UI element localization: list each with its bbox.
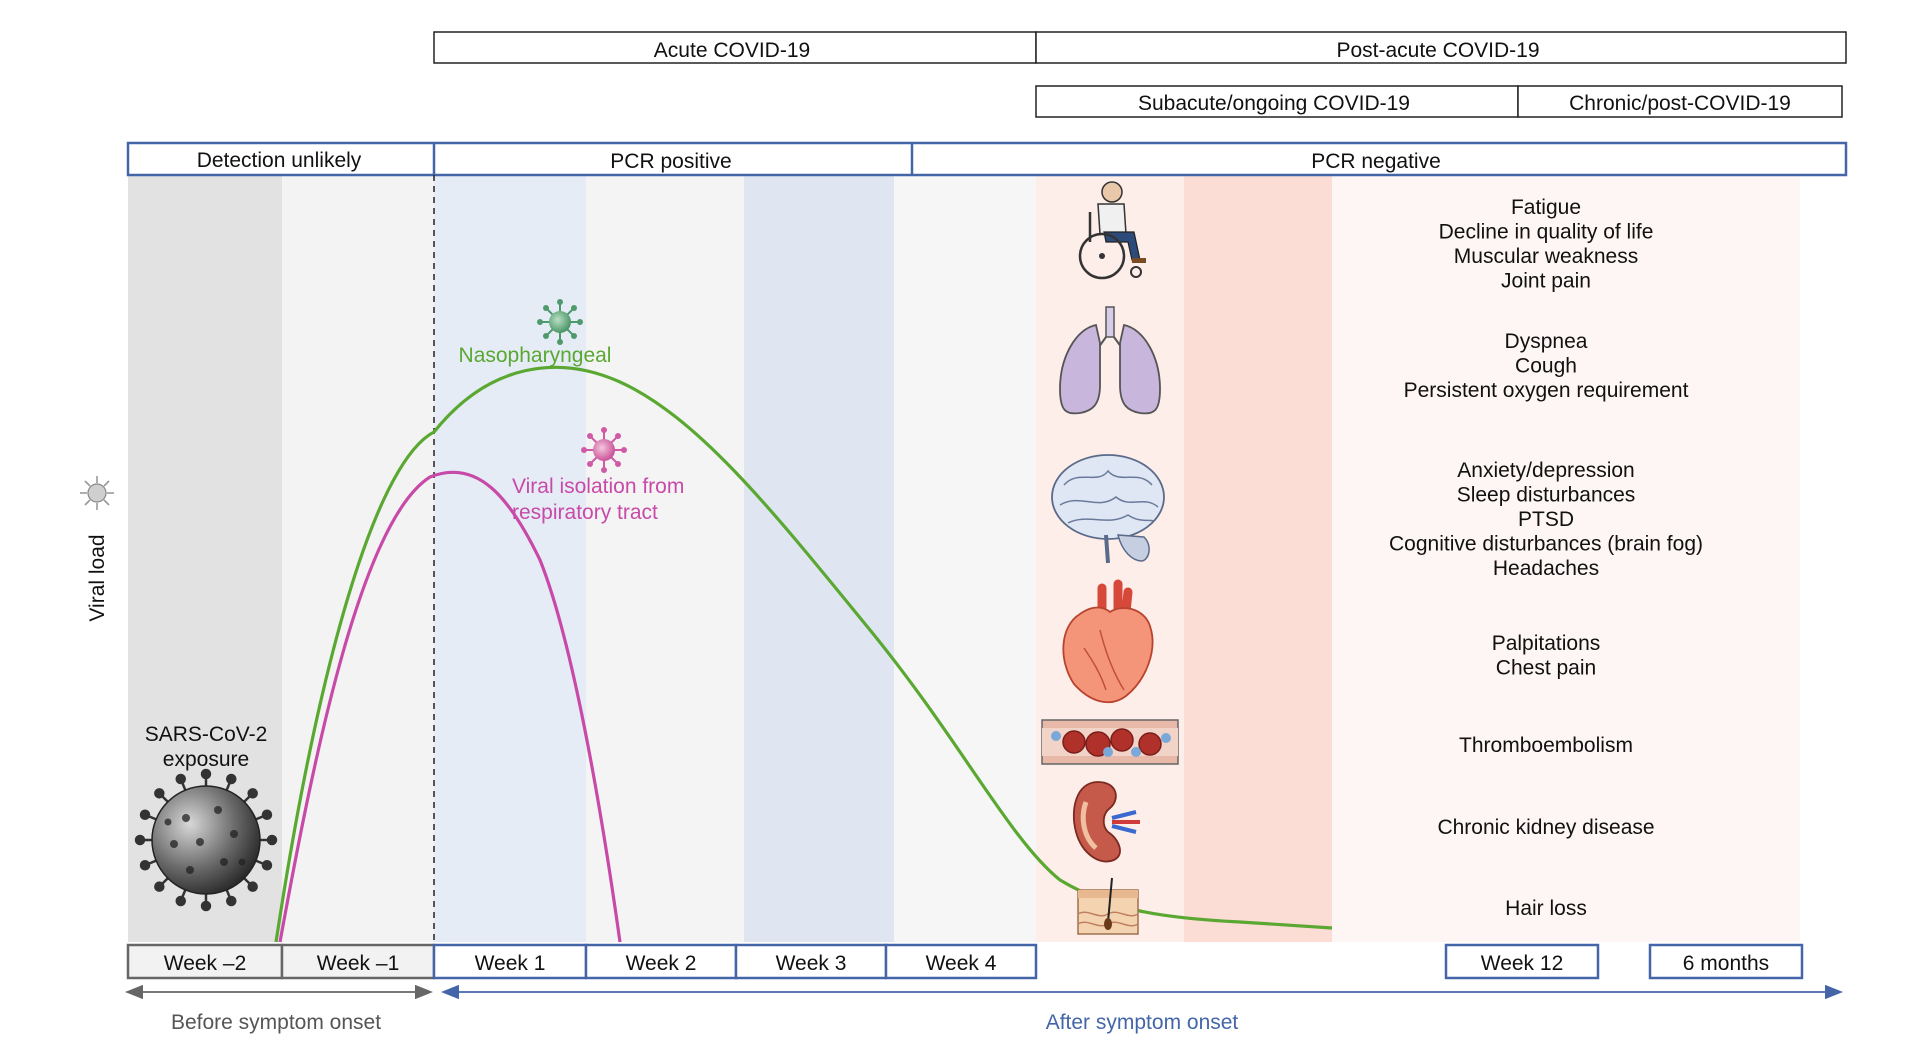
phase-header: Acute COVID-19 Post-acute COVID-19 Subac…	[433, 31, 1847, 118]
y-axis: Viral load	[80, 476, 114, 622]
heart-icon	[1062, 579, 1154, 704]
band-week-minus1	[282, 175, 434, 942]
symptom-text: PTSD	[1518, 508, 1574, 531]
week-label: Week 3	[776, 952, 847, 975]
week-box	[432, 943, 588, 980]
detection-unlikely-label: Detection unlikely	[197, 149, 362, 172]
chronic-phase-label: Chronic/post-COVID-19	[1569, 92, 1791, 115]
exposure-label-line2: exposure	[163, 748, 249, 771]
after-onset-label: After symptom onset	[1046, 1011, 1239, 1034]
nasopharyngeal-virus-icon	[537, 299, 583, 345]
brain-icon	[1051, 454, 1165, 564]
symptom-text: Cognitive disturbances (brain fog)	[1389, 533, 1703, 556]
pcr-positive-label: PCR positive	[610, 150, 731, 173]
symptom-text: Palpitations	[1492, 632, 1601, 655]
band-week-3	[744, 175, 894, 942]
sars-cov-2-virus-icon	[134, 768, 278, 912]
week-label: Week 2	[626, 952, 697, 975]
subacute-phase-label: Subacute/ongoing COVID-19	[1138, 92, 1410, 115]
viral-isolation-label-line1: Viral isolation from	[512, 475, 684, 498]
week-label: Week 1	[475, 952, 546, 975]
week-axis: Week –2 Week –1 Week 1 Week 2 Week 3 Week 4 We…	[126, 943, 1804, 980]
y-axis-label: Viral load	[86, 534, 109, 621]
detection-bar	[126, 141, 1848, 177]
symptom-text: Chronic kidney disease	[1437, 816, 1654, 839]
symptom-text: Sleep disturbances	[1457, 484, 1636, 507]
symptom-text: Anxiety/depression	[1457, 459, 1634, 482]
band-week-1	[434, 175, 586, 942]
skin-hair-icon	[1077, 877, 1139, 935]
symptom-text: Headaches	[1493, 557, 1599, 580]
subacute-phase-box	[1035, 85, 1519, 118]
symptom-text: Fatigue	[1511, 196, 1581, 219]
kidney-icon	[1072, 781, 1140, 863]
viral-isolation-curve	[278, 470, 622, 943]
viral-load-icon	[80, 476, 114, 510]
curves	[274, 365, 1333, 943]
nasopharyngeal-label: Nasopharyngeal	[459, 344, 612, 367]
week-box	[734, 943, 888, 980]
band-post-2	[1184, 175, 1332, 942]
symptom-text: Thromboembolism	[1459, 734, 1633, 757]
week-box	[1444, 943, 1600, 980]
week-label: Week 4	[926, 952, 997, 975]
symptom-text: Decline in quality of life	[1439, 221, 1654, 244]
symptom-text: Persistent oxygen requirement	[1404, 379, 1689, 402]
week-label: Week –1	[317, 952, 400, 975]
week-box	[126, 943, 284, 980]
wheelchair-person-icon	[1078, 181, 1146, 280]
post-acute-phase-label: Post-acute COVID-19	[1336, 39, 1539, 62]
background-bands	[128, 175, 1800, 942]
symptom-text: Cough	[1515, 355, 1577, 378]
band-post-3	[1332, 175, 1800, 942]
symptom-text: Hair loss	[1505, 897, 1587, 920]
chronic-phase-box	[1517, 85, 1843, 118]
before-onset-label: Before symptom onset	[171, 1011, 381, 1034]
band-post-1	[1036, 175, 1184, 942]
week-box	[884, 943, 1038, 980]
nasopharyngeal-curve	[274, 365, 1333, 943]
viral-isolation-virus-icon	[581, 427, 627, 473]
symptom-text: Muscular weakness	[1454, 245, 1638, 268]
exposure-label-line1: SARS-CoV-2	[145, 723, 268, 746]
viral-isolation-label-line2: respiratory tract	[512, 501, 658, 524]
symptom-text: Dyspnea	[1505, 330, 1588, 353]
timeline-arrows: Before symptom onset After symptom onset	[125, 984, 1843, 1034]
week-box	[1648, 943, 1804, 980]
post-acute-phase-box	[1035, 31, 1847, 64]
organ-icons	[1041, 181, 1179, 935]
week-label: Week 12	[1481, 952, 1564, 975]
blood-vessel-icon	[1041, 719, 1179, 765]
pcr-negative-label: PCR negative	[1311, 150, 1441, 173]
band-week-2	[586, 175, 744, 942]
detection-header: Detection unlikely PCR positive PCR nega…	[126, 141, 1848, 177]
week-label: 6 months	[1683, 952, 1769, 975]
symptom-text: Joint pain	[1501, 270, 1591, 293]
symptom-text: Chest pain	[1496, 657, 1596, 680]
band-week-4	[894, 175, 1036, 942]
acute-phase-label: Acute COVID-19	[654, 39, 810, 62]
lungs-icon	[1059, 306, 1161, 415]
week-label: Week –2	[164, 952, 247, 975]
